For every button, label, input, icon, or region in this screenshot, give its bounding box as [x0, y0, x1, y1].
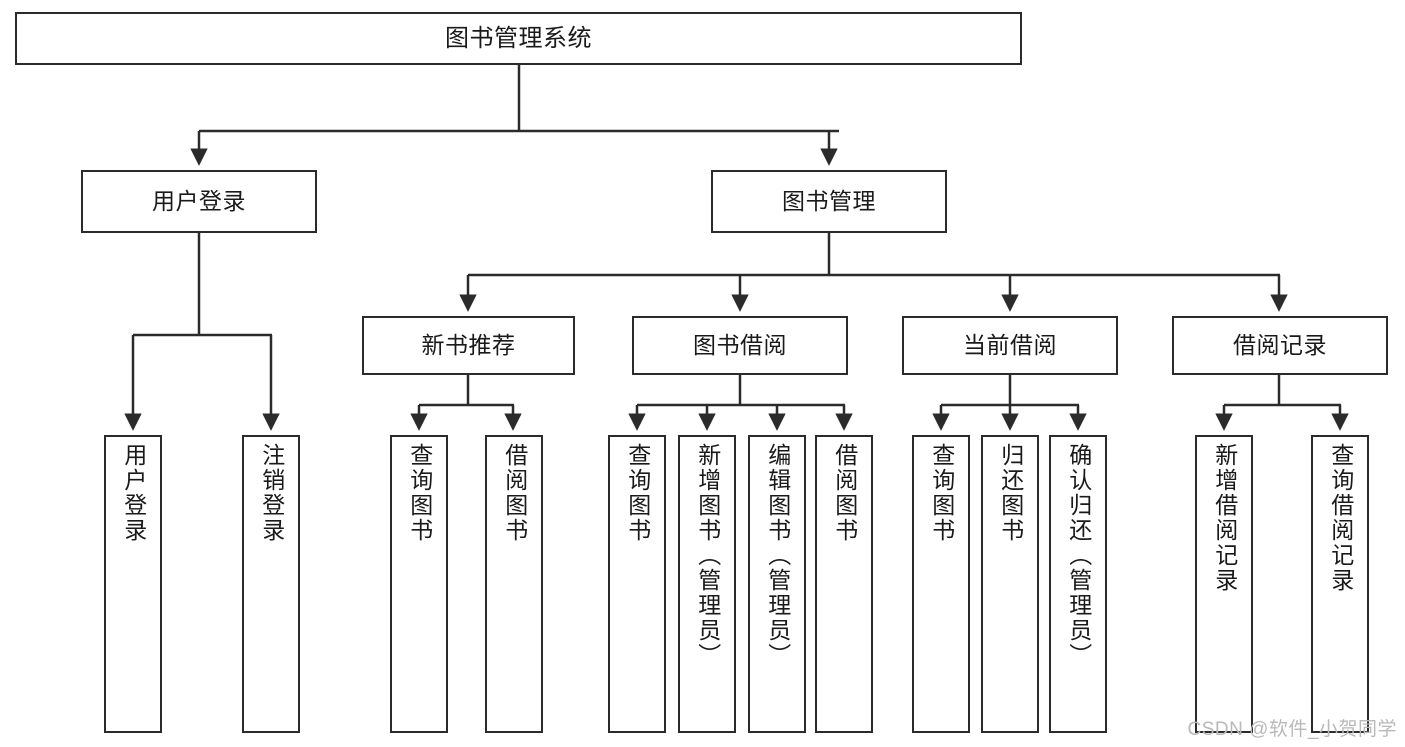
node-book-management[interactable]: 图书管理	[711, 170, 947, 233]
node-label: 新增图书（管理员）	[694, 443, 721, 668]
node-label: 查询图书	[928, 443, 955, 543]
leaf-borrow-book[interactable]: 借阅图书	[815, 435, 873, 733]
node-label: 编辑图书（管理员）	[764, 443, 791, 668]
leaf-edit-book-admin[interactable]: 编辑图书（管理员）	[748, 435, 806, 733]
leaf-borrow-book-recommend[interactable]: 借阅图书	[485, 435, 543, 733]
node-current-borrow[interactable]: 当前借阅	[902, 316, 1118, 375]
node-new-book-recommend[interactable]: 新书推荐	[362, 316, 575, 375]
node-label: 图书管理系统	[445, 24, 592, 52]
node-label: 用户登录	[120, 443, 147, 543]
leaf-query-book-current[interactable]: 查询图书	[912, 435, 970, 733]
node-label: 归还图书	[997, 443, 1024, 543]
node-label: 新增借阅记录	[1211, 443, 1238, 593]
node-label: 用户登录	[152, 188, 246, 215]
node-label: 借阅记录	[1233, 332, 1327, 359]
leaf-query-borrow-record[interactable]: 查询借阅记录	[1311, 435, 1369, 733]
node-label: 借阅图书	[501, 443, 528, 543]
leaf-confirm-return-admin[interactable]: 确认归还（管理员）	[1049, 435, 1107, 733]
node-book-borrow[interactable]: 图书借阅	[632, 316, 848, 375]
node-label: 确认归还（管理员）	[1065, 443, 1092, 668]
leaf-add-borrow-record[interactable]: 新增借阅记录	[1195, 435, 1253, 733]
node-borrow-record[interactable]: 借阅记录	[1172, 316, 1388, 375]
node-label: 图书借阅	[693, 332, 787, 359]
node-label: 借阅图书	[831, 443, 858, 543]
node-label: 查询借阅记录	[1327, 443, 1354, 593]
node-label: 新书推荐	[421, 332, 516, 359]
node-label: 查询图书	[406, 443, 433, 543]
leaf-add-book-admin[interactable]: 新增图书（管理员）	[678, 435, 736, 733]
node-label: 图书管理	[782, 188, 876, 215]
node-root-system[interactable]: 图书管理系统	[15, 12, 1022, 65]
csdn-watermark: CSDN @软件_小贺同学	[1187, 719, 1397, 740]
leaf-return-book[interactable]: 归还图书	[981, 435, 1039, 733]
leaf-query-book-recommend[interactable]: 查询图书	[390, 435, 448, 733]
leaf-logout[interactable]: 注销登录	[242, 435, 300, 733]
node-user-login[interactable]: 用户登录	[81, 170, 317, 233]
node-label: 查询图书	[624, 443, 651, 543]
node-label: 当前借阅	[963, 332, 1057, 359]
leaf-query-book-borrow[interactable]: 查询图书	[608, 435, 666, 733]
node-label: 注销登录	[258, 443, 285, 543]
leaf-user-login[interactable]: 用户登录	[104, 435, 162, 733]
